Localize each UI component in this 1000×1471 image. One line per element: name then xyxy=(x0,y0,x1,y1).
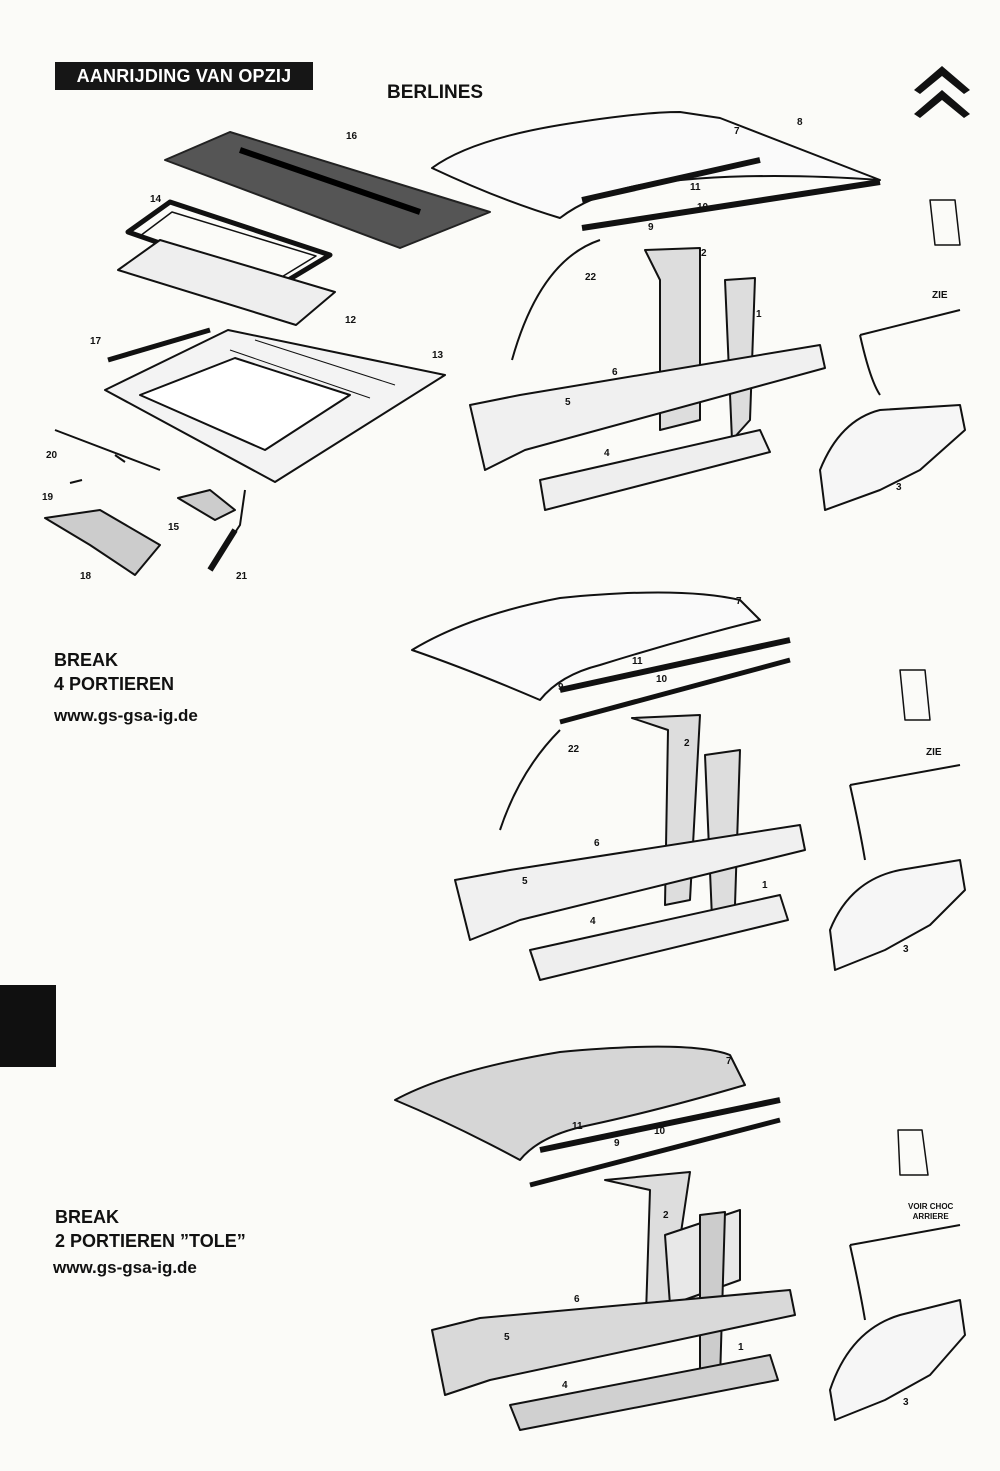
section-title-break-4: BREAK 4 PORTIEREN xyxy=(54,648,174,696)
part-label: 5 xyxy=(565,397,571,408)
sunroof-assembly xyxy=(44,131,491,576)
section-title-line1: BREAK xyxy=(54,650,119,670)
part-label: 20 xyxy=(46,450,58,461)
part-label: 17 xyxy=(90,336,102,347)
part-label: 9 xyxy=(614,1138,620,1149)
part-label: 3 xyxy=(903,944,909,955)
part-label: 2 xyxy=(663,1210,669,1221)
part-label: 2 xyxy=(701,248,707,259)
berline-roof-assembly xyxy=(431,111,966,511)
break-2-door-tole-assembly xyxy=(394,1045,966,1431)
part-label: 18 xyxy=(80,571,92,582)
part-label: 8 xyxy=(797,117,803,128)
part-label: 7 xyxy=(734,126,740,137)
part-label: 6 xyxy=(574,1294,580,1305)
part-label: 10 xyxy=(656,674,668,685)
double-chevron-icon xyxy=(914,66,970,118)
part-label: 13 xyxy=(432,350,444,361)
part-label: 22 xyxy=(585,272,597,283)
see-reference-note: ZIE xyxy=(932,290,948,301)
part-label: 12 xyxy=(345,315,357,326)
part-label: 6 xyxy=(612,367,618,378)
part-label: 11 xyxy=(572,1121,583,1132)
part-label: 14 xyxy=(150,194,162,205)
note-line1: VOIR CHOC xyxy=(908,1202,954,1211)
part-label: 5 xyxy=(522,876,528,887)
part-label: 6 xyxy=(594,838,600,849)
part-label: 21 xyxy=(236,571,248,582)
part-label: 1 xyxy=(738,1342,744,1353)
part-label: 1 xyxy=(756,309,762,320)
part-label: 16 xyxy=(346,131,358,142)
part-label: 4 xyxy=(562,1380,568,1391)
part-label: 3 xyxy=(903,1397,909,1408)
part-label: 4 xyxy=(604,448,610,459)
part-label: 7 xyxy=(726,1056,732,1067)
section-title-line2: 4 PORTIEREN xyxy=(54,674,175,694)
part-label: 5 xyxy=(504,1332,510,1343)
part-label: 11 xyxy=(632,656,643,667)
part-label: 2 xyxy=(684,738,690,749)
part-label: 7 xyxy=(736,596,742,607)
part-label: 19 xyxy=(42,492,54,503)
section-title-line2: 2 PORTIEREN ”TOLE” xyxy=(55,1231,246,1251)
note-line2: ARRIERE xyxy=(912,1212,949,1221)
see-rear-impact-note: VOIR CHOC ARRIERE xyxy=(908,1202,953,1222)
see-reference-note: ZIE xyxy=(926,747,942,758)
part-label: 9 xyxy=(558,682,564,693)
part-label: 22 xyxy=(568,744,580,755)
part-label: 10 xyxy=(654,1126,666,1137)
break-4-door-assembly xyxy=(411,591,966,981)
part-label: 1 xyxy=(762,880,768,891)
section-tag: AANRIJDING VAN OPZIJ xyxy=(55,62,313,90)
part-label: 3 xyxy=(896,482,902,493)
part-label: 4 xyxy=(590,916,596,927)
page-title: BERLINES xyxy=(387,82,484,103)
website-url[interactable]: www.gs-gsa-ig.de xyxy=(53,1258,197,1277)
website-url[interactable]: www.gs-gsa-ig.de xyxy=(54,706,198,725)
part-label: 11 xyxy=(690,182,701,193)
page-edge-tab xyxy=(0,985,56,1067)
part-label: 9 xyxy=(648,222,654,233)
section-title-line1: BREAK xyxy=(55,1207,120,1227)
part-label: 10 xyxy=(697,202,709,213)
section-title-break-2: BREAK 2 PORTIEREN ”TOLE” xyxy=(55,1205,246,1253)
part-label: 15 xyxy=(168,522,180,533)
